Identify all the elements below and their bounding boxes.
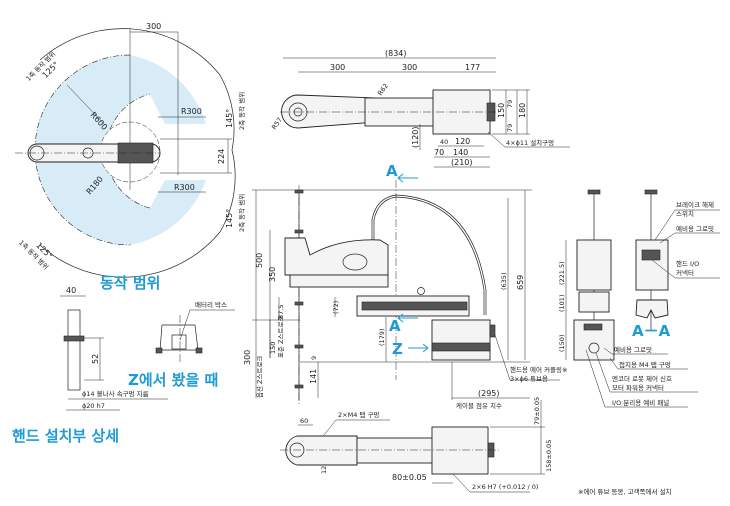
dim-140: 140 — [453, 148, 468, 157]
dim-120: 120 — [455, 137, 470, 146]
dim-179: (179) — [378, 329, 386, 346]
spare-grommet-label: 예비용 그로밋 — [614, 345, 652, 354]
dim-350: 350 — [268, 267, 277, 282]
axis2-angle-bottom: 145° — [225, 209, 234, 228]
dim-221-5: (221.5) — [558, 261, 566, 285]
dim-52: 52 — [91, 354, 100, 364]
z-view-title: Z에서 봤을 때 — [128, 371, 218, 389]
section-a-bottom-label: A — [389, 317, 401, 335]
opt-z-stroke-label: 옵션 Z스트로크 — [255, 356, 264, 398]
axis2-range-bottom-label: 2축 동작 범위 — [237, 194, 246, 232]
dim-std-150: 150 — [269, 342, 277, 354]
bottom-view: 60 2×M4 탭 구멍 12 80±0.05 2×6 H7 (+0.012 /… — [280, 397, 553, 493]
aa-joint — [635, 299, 669, 319]
dim-635: (635) — [500, 273, 508, 290]
dim-659: 659 — [516, 275, 525, 290]
view-z-label: Z — [392, 340, 403, 358]
dim-40: 40 — [440, 138, 448, 146]
dim-top-300a: 300 — [330, 63, 345, 72]
aa-spare-grommet-label: 예비용 그로밋 — [676, 224, 714, 233]
air-coupling-label: 핸드용 에어 커플링※ — [510, 365, 567, 374]
dim-834: (834) — [385, 49, 407, 58]
encoder-label-1: 엔코더 로봇 제어 신호 — [612, 374, 672, 383]
footnote: ※에어 튜브 등봉, 고객쪽에서 설치 — [578, 487, 672, 496]
hand-io-label-1: 핸드 I/O — [676, 259, 699, 268]
dim-79a: 79 — [506, 100, 514, 108]
dim-120v: (120) — [411, 126, 420, 148]
ground-tap-label: 접지용 M4 탭 구멍 — [619, 360, 671, 369]
section-aa-title: A－A — [632, 322, 671, 340]
arm2-bottom — [356, 437, 438, 464]
arm1-bottom — [285, 435, 358, 466]
dim-79b: 79 — [506, 124, 514, 132]
arm1-side — [284, 237, 389, 276]
tap-label: 2×M4 탭 구멍 — [338, 410, 379, 419]
dim-158-tol: 158±0.05 — [545, 440, 553, 472]
dim-141: 141 — [309, 369, 318, 384]
top-view: (834) 300 300 177 R57 R62 79 79 150 180 … — [270, 49, 570, 168]
hand-io-label-2: 커넥터 — [676, 268, 694, 277]
dim-12: 12 — [320, 466, 328, 474]
section-a-top-label: A — [386, 162, 398, 180]
range-of-motion-view: 300 R600 R180 R300 R300 224 1축 동작 범위 125… — [15, 22, 246, 292]
dim-300-opt: 300 — [243, 350, 252, 365]
base-bottom — [431, 426, 489, 475]
hand-detail: 40 52 ϕ14 볼나사 속구멍 지름 ϕ20 h7 핸드 설치부 상세 — [12, 286, 168, 445]
section-aa-view: A－A 브레이크 해제 스위치 예비용 그로밋 핸드 I/O 커넥터 — [632, 189, 720, 340]
dim-end-150: (150) — [558, 335, 566, 352]
outer-range-arc — [39, 28, 236, 278]
dim-9: 9 — [310, 356, 318, 360]
end-view-arm — [576, 239, 612, 291]
base-callouts: 예비용 그로밋 접지용 M4 탭 구멍 엔코더 로봇 제어 신호 모터 파워용 … — [585, 345, 698, 408]
dim-210: (210) — [451, 158, 473, 167]
cable-occupy-label: 케이블 점유 치수 — [456, 401, 502, 410]
dim-r300-bottom: R300 — [174, 183, 195, 192]
dim-180: 180 — [518, 103, 527, 118]
dim-500: 500 — [255, 253, 264, 268]
dim-hand-40: 40 — [66, 286, 76, 295]
brake-switch-label-2: 스위치 — [676, 209, 694, 218]
dim-224: 224 — [217, 149, 226, 164]
dim-top-300b: 300 — [402, 63, 417, 72]
logo — [342, 253, 368, 271]
range-lobe-top — [130, 55, 206, 124]
hand-detail-title: 핸드 설치부 상세 — [12, 427, 119, 445]
dim-150: 150 — [497, 103, 506, 118]
io-panel-label: I/O 분리용 예비 패널 — [612, 398, 669, 407]
dim-101: (101) — [558, 295, 566, 312]
encoder-label-2: 모터 파워용 커넥터 — [612, 383, 664, 392]
dim-r57: R57 — [270, 116, 284, 131]
aa-body — [635, 239, 669, 291]
arm1-top — [281, 94, 378, 129]
dim-300: 300 — [146, 22, 161, 31]
end-view-joint — [578, 291, 610, 313]
dim-87-5: 87.5 — [277, 305, 285, 319]
dim-70: 70 — [434, 148, 444, 157]
battery-box-label: 배터리 박스 — [195, 300, 227, 309]
dim-top-177: 177 — [465, 63, 480, 72]
axis2-angle-top: 145° — [225, 109, 234, 128]
dim-79-tol: 79±0.05 — [533, 397, 541, 425]
dim-80: 80±0.05 — [392, 473, 427, 482]
range-lobe-bottom — [130, 180, 206, 245]
arm1-underside — [289, 274, 389, 288]
dim-r300-top: R300 — [181, 107, 202, 116]
std-z-stroke-label: 표준 Z스트로크 — [277, 316, 285, 358]
end-view: (221.5) (101) (150) — [558, 189, 615, 361]
bore-label: ϕ14 볼나사 속구멍 지름 — [82, 389, 149, 398]
mount-holes-label: 4×ϕ11 설치구멍 — [506, 138, 554, 147]
dim-72: (72) — [332, 301, 340, 314]
dim-295: (295) — [478, 389, 500, 398]
pin-label: 2×6 H7 (+0.012 / 0) — [472, 483, 538, 491]
dim-r62: R62 — [376, 82, 390, 97]
dim-60: 60 — [300, 417, 308, 425]
range-title: 동작 범위 — [100, 274, 160, 292]
z-view: 배터리 박스 Z에서 봤을 때 — [128, 300, 235, 389]
base-side — [431, 319, 491, 361]
brake-switch-label-1: 브레이크 해제 — [676, 200, 714, 209]
shaft-label: ϕ20 h7 — [82, 402, 105, 410]
air-tube-label: 3×ϕ6 튜브용 — [510, 375, 548, 383]
axis2-range-top-label: 2축 동작 범위 — [237, 92, 246, 130]
side-view: A 500 350 87.5 150 표준 Z스트로크 300 옵션 Z스트로크… — [243, 162, 567, 410]
